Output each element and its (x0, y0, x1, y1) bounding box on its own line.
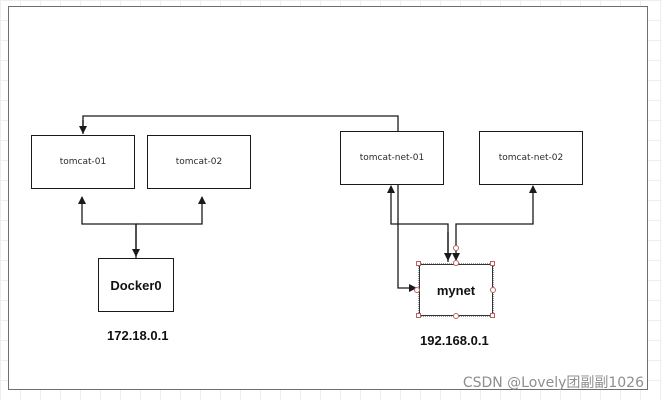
connection-handle-top[interactable] (453, 245, 459, 251)
node-mynet[interactable]: mynet (418, 263, 494, 317)
selection-handle-top-left[interactable] (416, 261, 421, 266)
node-tomcat-02[interactable]: tomcat-02 (147, 135, 251, 189)
selection-handle-bottom-left[interactable] (416, 313, 421, 318)
node-docker0[interactable]: Docker0 (98, 258, 174, 312)
mynet-ip-label: 192.168.0.1 (420, 333, 489, 348)
node-label-tomcat-net-02: tomcat-net-02 (498, 153, 564, 163)
diagram-frame (8, 6, 648, 390)
node-label-tomcat-01: tomcat-01 (59, 157, 107, 167)
selection-handle-top-right[interactable] (490, 261, 495, 266)
node-label-tomcat-net-01: tomcat-net-01 (359, 153, 425, 163)
node-label-docker0: Docker0 (110, 277, 162, 293)
node-tomcat-01[interactable]: tomcat-01 (31, 135, 135, 189)
node-tomcat-net-02[interactable]: tomcat-net-02 (479, 131, 583, 185)
watermark-text: CSDN @Lovely团副副1026 (462, 375, 644, 391)
connection-handle-right[interactable] (490, 287, 496, 293)
connection-handle-bottom[interactable] (453, 313, 459, 319)
connection-handle-left[interactable] (414, 287, 420, 293)
selection-handle-bottom-right[interactable] (490, 313, 495, 318)
node-tomcat-net-01[interactable]: tomcat-net-01 (340, 131, 444, 185)
docker0-ip-label: 172.18.0.1 (107, 328, 169, 343)
node-label-mynet: mynet (436, 282, 476, 298)
connection-handle-upper[interactable] (453, 260, 459, 266)
node-label-tomcat-02: tomcat-02 (175, 157, 223, 167)
